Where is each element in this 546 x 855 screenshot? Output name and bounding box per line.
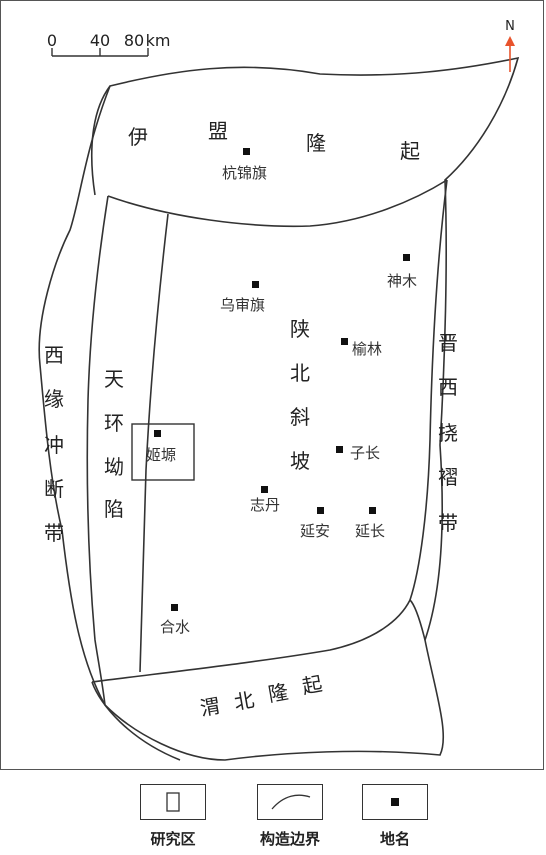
region-char: 斜 bbox=[290, 405, 310, 429]
place-yanchang: 延长 bbox=[355, 522, 385, 540]
scale-tick-40: 40 bbox=[90, 31, 110, 50]
study-area-box bbox=[131, 423, 195, 481]
marker-wushenqi bbox=[252, 281, 259, 288]
region-char: 带 bbox=[44, 521, 64, 545]
geologic-map: 0 40 80 km N 伊 盟 隆 起 西 缘 冲 断 带 天 环 坳 陷 陕… bbox=[38, 19, 520, 761]
weibei-boundary bbox=[91, 598, 426, 683]
region-char: 晋 bbox=[438, 331, 458, 355]
place-zichang: 子长 bbox=[350, 444, 380, 462]
scale-unit: km bbox=[146, 31, 171, 50]
scale-tick-0: 0 bbox=[47, 31, 57, 50]
yimeng-inner-curve bbox=[90, 85, 111, 196]
place-shenmu: 神木 bbox=[387, 272, 417, 290]
region-char: 带 bbox=[438, 511, 458, 535]
region-char: 冲 bbox=[44, 433, 64, 457]
place-zhidan: 志丹 bbox=[250, 496, 280, 514]
yimeng-boundary bbox=[107, 179, 448, 228]
legend-place-name-label: 地名 bbox=[379, 830, 410, 848]
legend-boundary-swatch bbox=[257, 784, 323, 820]
legend-boundary: 构造边界 bbox=[250, 784, 330, 854]
region-char: 北 bbox=[232, 687, 256, 714]
region-char: 坡 bbox=[290, 449, 310, 473]
basin-outline bbox=[38, 56, 520, 761]
marker-yanchang bbox=[369, 507, 376, 514]
marker-shenmu bbox=[403, 254, 410, 261]
map-frame bbox=[0, 0, 544, 770]
region-char: 渭 bbox=[198, 693, 222, 720]
region-char: 陕 bbox=[290, 317, 310, 341]
marker-hangjinqi bbox=[243, 148, 250, 155]
legend-study-area-swatch bbox=[140, 784, 206, 820]
region-char: 隆 bbox=[306, 131, 326, 155]
region-yimeng-label: 伊 盟 隆 起 bbox=[128, 119, 420, 163]
region-char: 盟 bbox=[208, 119, 228, 143]
legend-boundary-label: 构造边界 bbox=[259, 830, 320, 848]
weibei-inner-curve bbox=[91, 681, 181, 761]
place-labels: 杭锦旗 神木 乌审旗 榆林 姬塬 子长 志丹 延安 延长 合水 bbox=[146, 164, 417, 636]
region-char: 坳 bbox=[104, 455, 124, 479]
region-char: 断 bbox=[44, 477, 64, 501]
region-shanbei-label: 陕 北 斜 坡 bbox=[290, 317, 310, 473]
place-yanan: 延安 bbox=[300, 522, 330, 540]
marker-jiyuan bbox=[154, 430, 161, 437]
region-jinxi-label: 晋 西 挠 褶 带 bbox=[438, 331, 458, 535]
region-char: 伊 bbox=[128, 125, 148, 149]
marker-heshui bbox=[171, 604, 178, 611]
place-jiyuan: 姬塬 bbox=[146, 446, 176, 464]
region-char: 天 bbox=[104, 367, 124, 391]
north-label: N bbox=[505, 19, 515, 34]
region-char: 起 bbox=[400, 139, 420, 163]
scale-tick-80: 80 bbox=[124, 31, 144, 50]
marker-zichang bbox=[336, 446, 343, 453]
region-weibei-label: 渭 北 隆 起 bbox=[198, 671, 324, 720]
place-heshui: 合水 bbox=[160, 618, 190, 636]
scale-bar: 0 40 80 km bbox=[47, 31, 171, 57]
place-markers bbox=[154, 148, 410, 611]
region-char: 北 bbox=[290, 361, 310, 385]
region-char: 缘 bbox=[44, 387, 64, 411]
marker-yulin bbox=[341, 338, 348, 345]
place-wushenqi: 乌审旗 bbox=[220, 296, 265, 314]
place-yulin: 榆林 bbox=[352, 340, 382, 358]
legend-place-name-swatch bbox=[362, 784, 428, 820]
jinxi-boundary bbox=[409, 179, 448, 601]
region-char: 西 bbox=[438, 375, 458, 399]
region-char: 褶 bbox=[438, 465, 458, 489]
region-char: 环 bbox=[104, 411, 124, 435]
region-xiyuan-label: 西 缘 冲 断 带 bbox=[44, 343, 64, 545]
region-char: 隆 bbox=[266, 679, 290, 706]
region-char: 挠 bbox=[438, 421, 458, 445]
marker-yanan bbox=[317, 507, 324, 514]
region-char: 陷 bbox=[104, 497, 124, 521]
region-tianhuan-label: 天 环 坳 陷 bbox=[104, 367, 124, 521]
marker-zhidan bbox=[261, 486, 268, 493]
legend-place-name: 地名 bbox=[362, 784, 428, 854]
legend-study-area-label: 研究区 bbox=[150, 830, 196, 848]
north-arrow: N bbox=[505, 19, 515, 72]
legend-study-area: 研究区 bbox=[140, 784, 206, 854]
place-hangjinqi: 杭锦旗 bbox=[222, 164, 267, 182]
tianhuan-boundary bbox=[139, 213, 169, 673]
region-char: 西 bbox=[44, 343, 64, 367]
region-char: 起 bbox=[300, 671, 324, 698]
xiyuan-boundary bbox=[86, 195, 109, 706]
